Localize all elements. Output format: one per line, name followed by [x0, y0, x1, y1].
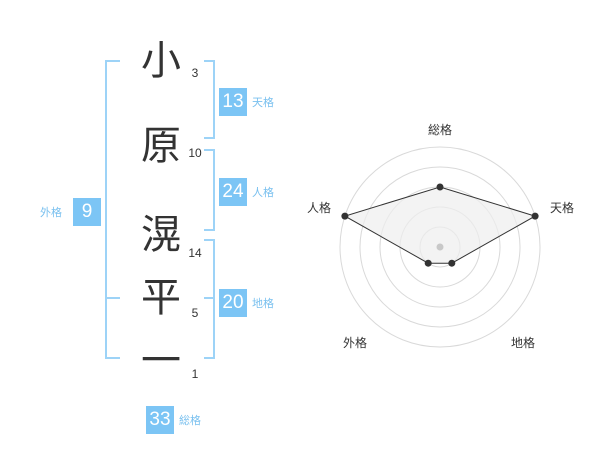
radar-value-point [424, 259, 432, 267]
soukaku-badge: 33 [146, 406, 174, 434]
radar-center-dot [436, 243, 444, 251]
radar-ring [359, 166, 521, 328]
name-char-3: 滉 [141, 212, 181, 258]
radar-value-point [341, 212, 349, 220]
radar-ring [339, 146, 541, 348]
jinkaku-label: 人格 [252, 186, 274, 199]
gaikaku-badge: 9 [73, 198, 101, 226]
stroke-count-1: 3 [191, 66, 199, 80]
gaikaku-bracket [105, 60, 120, 359]
stroke-count-5: 1 [191, 367, 199, 381]
soukaku-label: 総格 [179, 414, 201, 427]
tenkaku-label: 天格 [252, 96, 274, 109]
tenkaku-bracket [204, 60, 215, 139]
radar-axis-tenkaku: 天格 [550, 200, 574, 215]
radar-axis-chikaku: 地格 [511, 335, 535, 350]
jinkaku-bracket [204, 149, 215, 231]
stroke-count-2: 10 [188, 146, 202, 160]
chikaku-badge: 20 [219, 289, 247, 317]
name-char-1: 小 [141, 38, 181, 84]
radar-value-point [531, 212, 539, 220]
chikaku-label: 地格 [252, 297, 274, 310]
radar-value-polygon [343, 186, 537, 264]
radar-axis-soukaku: 総格 [428, 122, 452, 137]
radar-axis-gaikaku: 外格 [343, 335, 367, 350]
radar-value-point [448, 259, 456, 267]
stroke-count-4: 5 [191, 306, 199, 320]
jinkaku-badge: 24 [219, 178, 247, 206]
tenkaku-badge: 13 [219, 88, 247, 116]
radar-axis-jinkaku: 人格 [307, 200, 331, 215]
name-char-4: 平 [141, 275, 181, 321]
stroke-count-3: 14 [188, 246, 202, 260]
name-char-2: 原 [141, 123, 181, 169]
name-char-5: 一 [141, 338, 181, 384]
radar-value-point [436, 183, 444, 191]
gaikaku-label: 外格 [40, 206, 62, 219]
